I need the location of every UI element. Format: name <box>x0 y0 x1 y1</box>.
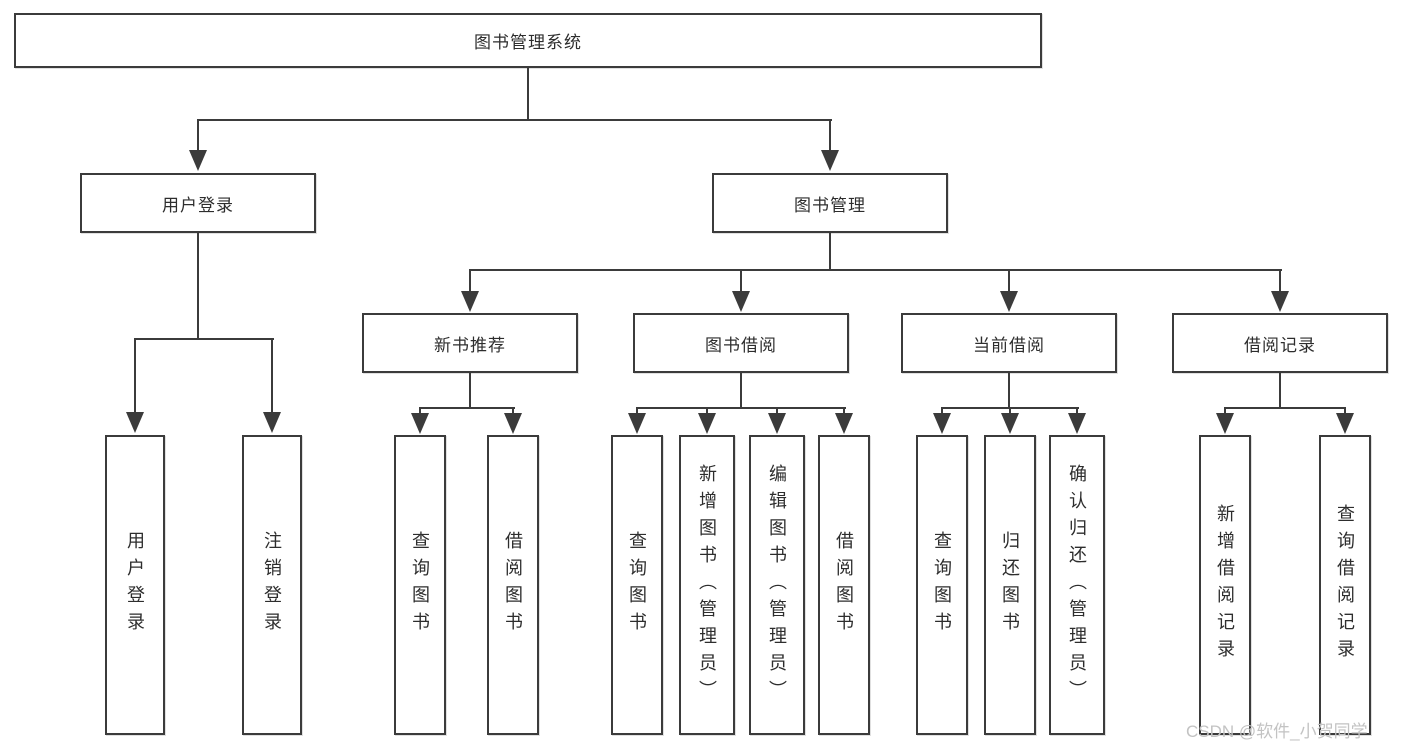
arrowhead-down-icon <box>126 412 144 433</box>
node-current-borrow-label: 当前借阅 <box>973 335 1045 355</box>
arrow-stem <box>1279 269 1281 306</box>
arrowhead-down-icon <box>933 413 951 434</box>
arrowhead-down-icon <box>732 291 750 312</box>
node-logout-leaf-label: 注销登录 <box>262 531 282 639</box>
node-bb-borrow-book-label: 借阅图书 <box>834 531 854 639</box>
node-bb-query-book: 查询图书 <box>611 435 663 735</box>
arrow-stem <box>1008 269 1010 306</box>
node-system: 图书管理系统 <box>14 13 1042 68</box>
arrow-stem <box>469 269 471 306</box>
arrowhead-down-icon <box>768 413 786 434</box>
node-borrow-records-label: 借阅记录 <box>1244 335 1316 355</box>
node-cb-return-book: 归还图书 <box>984 435 1036 735</box>
node-bb-add-book: 新增图书（管理员） <box>679 435 735 735</box>
node-bb-edit-book-label: 编辑图书（管理员） <box>767 463 787 707</box>
node-new-book-recommend-label: 新书推荐 <box>434 335 506 355</box>
connector-line <box>636 407 846 409</box>
connector-line <box>197 119 832 121</box>
node-nbr-borrow-book: 借阅图书 <box>487 435 539 735</box>
node-logout-leaf: 注销登录 <box>242 435 302 735</box>
connector-line <box>1224 407 1346 409</box>
node-new-book-recommend: 新书推荐 <box>362 313 578 373</box>
node-book-management-branch-label: 图书管理 <box>794 195 866 215</box>
arrowhead-down-icon <box>821 150 839 171</box>
arrowhead-down-icon <box>461 291 479 312</box>
node-cb-return-book-label: 归还图书 <box>1000 531 1020 639</box>
node-bb-add-book-label: 新增图书（管理员） <box>697 463 717 707</box>
node-user-login-branch-label: 用户登录 <box>162 195 234 215</box>
node-nbr-borrow-book-label: 借阅图书 <box>503 531 523 639</box>
node-user-login-branch: 用户登录 <box>80 173 316 233</box>
arrowhead-down-icon <box>1068 413 1086 434</box>
connector-line <box>197 233 199 340</box>
arrowhead-down-icon <box>504 413 522 434</box>
connector-line <box>469 373 471 409</box>
node-nbr-query-book-label: 查询图书 <box>410 531 430 639</box>
arrowhead-down-icon <box>263 412 281 433</box>
node-br-query-record-label: 查询借阅记录 <box>1335 504 1355 666</box>
node-bb-borrow-book: 借阅图书 <box>818 435 870 735</box>
connector-line <box>134 338 274 340</box>
node-nbr-query-book: 查询图书 <box>394 435 446 735</box>
node-book-borrow: 图书借阅 <box>633 313 849 373</box>
connector-line <box>1279 373 1281 409</box>
connector-line <box>829 233 831 271</box>
node-cb-query-book: 查询图书 <box>916 435 968 735</box>
node-system-label: 图书管理系统 <box>474 33 582 52</box>
arrow-stem <box>197 119 199 165</box>
node-cb-confirm-return-label: 确认归还（管理员） <box>1067 463 1087 707</box>
arrowhead-down-icon <box>1001 413 1019 434</box>
node-br-add-record-label: 新增借阅记录 <box>1215 504 1235 666</box>
arrowhead-down-icon <box>835 413 853 434</box>
arrow-stem <box>271 338 273 427</box>
csdn-watermark: CSDN @软件_小贺同学 <box>1186 722 1368 741</box>
node-book-management-branch: 图书管理 <box>712 173 948 233</box>
connector-line <box>740 373 742 409</box>
node-br-query-record: 查询借阅记录 <box>1319 435 1371 735</box>
arrow-stem <box>134 338 136 427</box>
node-cb-confirm-return: 确认归还（管理员） <box>1049 435 1105 735</box>
connector-line <box>469 269 1282 271</box>
arrowhead-down-icon <box>1216 413 1234 434</box>
arrowhead-down-icon <box>1000 291 1018 312</box>
arrow-stem <box>740 269 742 306</box>
node-bb-edit-book: 编辑图书（管理员） <box>749 435 805 735</box>
connector-line <box>419 407 515 409</box>
connector-line <box>1008 373 1010 409</box>
node-user-login-leaf-label: 用户登录 <box>125 531 145 639</box>
node-cb-query-book-label: 查询图书 <box>932 531 952 639</box>
node-bb-query-book-label: 查询图书 <box>627 531 647 639</box>
arrowhead-down-icon <box>411 413 429 434</box>
node-book-borrow-label: 图书借阅 <box>705 335 777 355</box>
connector-line <box>527 68 529 121</box>
arrowhead-down-icon <box>698 413 716 434</box>
arrowhead-down-icon <box>1271 291 1289 312</box>
node-borrow-records: 借阅记录 <box>1172 313 1388 373</box>
node-current-borrow: 当前借阅 <box>901 313 1117 373</box>
arrowhead-down-icon <box>628 413 646 434</box>
node-br-add-record: 新增借阅记录 <box>1199 435 1251 735</box>
arrowhead-down-icon <box>1336 413 1354 434</box>
arrowhead-down-icon <box>189 150 207 171</box>
node-user-login-leaf: 用户登录 <box>105 435 165 735</box>
arrow-stem <box>829 119 831 165</box>
